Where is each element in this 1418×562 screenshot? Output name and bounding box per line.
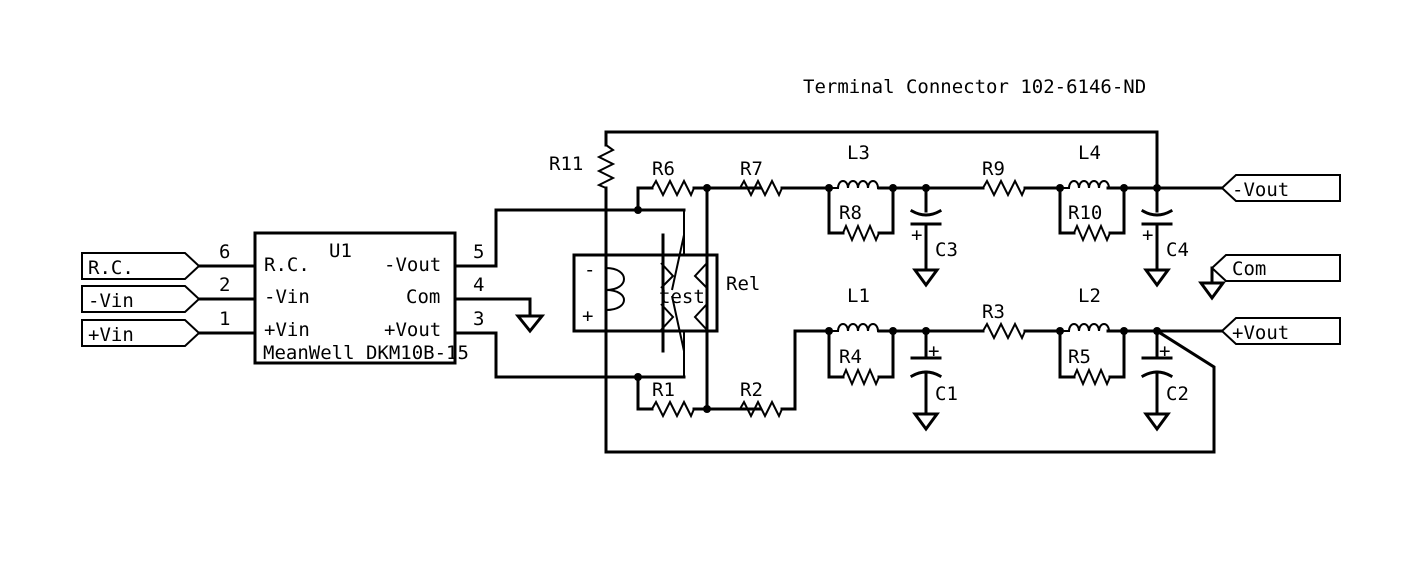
capacitor-c2-label: C2: [1166, 383, 1189, 405]
u1-pin-1-number: 1: [219, 308, 230, 330]
capacitor-c1-plus: +: [928, 340, 939, 362]
input-port-vin-plus-label: +Vin: [88, 324, 134, 346]
u1-pin-2-name: -Vin: [264, 286, 310, 308]
output-port-vout-plus: +Vout: [1220, 317, 1341, 345]
u1-pin-5-number: 5: [473, 241, 484, 263]
u1-pin-4-number: 4: [473, 274, 484, 296]
resistor-r11-label: R11: [549, 153, 583, 175]
inductor-l1: L1: [829, 285, 893, 332]
capacitor-c1-label: C1: [935, 383, 958, 405]
input-port-rc-label: R.C.: [88, 257, 134, 279]
u1-ref: U1: [329, 240, 352, 262]
input-port-vin-minus-label: -Vin: [88, 290, 134, 312]
resistor-r7: R7: [739, 158, 783, 198]
resistor-r5: R5: [1058, 329, 1126, 387]
inductor-l3: L3: [829, 142, 893, 189]
inductor-l3-label: L3: [847, 142, 870, 164]
output-port-com: Com: [1198, 254, 1341, 301]
resistor-r7-label: R7: [740, 158, 763, 180]
u1-pin-2-number: 2: [219, 274, 230, 296]
resistor-r3-label: R4: [839, 346, 862, 368]
resistor-r9-label: R9: [982, 158, 1005, 180]
u1-pin-3-name: +Vout: [384, 319, 441, 341]
resistor-r4-label: R3: [982, 301, 1005, 323]
relay-contact-label: test: [659, 286, 705, 308]
output-port-com-label: Com: [1232, 258, 1266, 280]
resistor-r8-label: R8: [839, 202, 862, 224]
u1-part: MeanWell DKM10B-15: [263, 342, 469, 364]
capacitor-c3-plus: +: [911, 224, 922, 246]
u1-dc-dc-converter: U1 MeanWell DKM10B-15 6 2 1 R.C. -Vin +V…: [197, 231, 532, 365]
resistor-r11: R11: [549, 144, 616, 189]
wiring: [494, 130, 1224, 454]
resistor-r1-label: R1: [652, 379, 675, 401]
resistor-r6: R6: [651, 158, 695, 198]
capacitor-c4-plus: +: [1142, 224, 1153, 246]
capacitor-c3: + C3: [909, 186, 958, 288]
output-port-vout-plus-label: +Vout: [1232, 322, 1289, 344]
inductor-l4-label: L4: [1078, 142, 1101, 164]
resistor-r8: R8: [827, 186, 895, 243]
resistor-r4: R3: [982, 301, 1026, 341]
output-port-vout-minus-label: -Vout: [1232, 179, 1289, 201]
resistor-r1: R1: [651, 379, 695, 419]
capacitor-c2-plus: +: [1159, 340, 1170, 362]
u1-pin-3-number: 3: [473, 308, 484, 330]
u1-pin-1-name: +Vin: [264, 319, 310, 341]
u1-pin-5-name: -Vout: [384, 254, 441, 276]
resistor-r3: R4: [827, 329, 895, 387]
inductor-l2: L2: [1060, 285, 1124, 332]
inductor-l2-label: L2: [1078, 285, 1101, 307]
relay-ref: Rel: [726, 273, 760, 295]
resistor-r2-label: R2: [740, 379, 763, 401]
inductor-l4: L4: [1060, 142, 1124, 189]
relay-rel: - + test Rel: [572, 210, 760, 377]
relay-coil-minus: -: [584, 259, 595, 281]
relay-coil-plus: +: [582, 305, 593, 327]
capacitor-c1: + C1: [909, 329, 958, 432]
resistor-r10: R10: [1058, 186, 1126, 243]
inductor-l1-label: L1: [847, 285, 870, 307]
output-port-vout-minus: -Vout: [1220, 174, 1341, 202]
capacitor-c2: + C2: [1140, 329, 1189, 432]
diagram-title: Terminal Connector 102-6146-ND: [803, 76, 1146, 98]
input-port-vin-minus: -Vin: [81, 285, 201, 313]
capacitor-c3-label: C3: [935, 239, 958, 261]
resistor-r6-label: R6: [652, 158, 675, 180]
capacitor-c4-label: C4: [1166, 239, 1189, 261]
resistor-r2: R2: [739, 379, 783, 419]
capacitor-c4: + C4: [1140, 186, 1189, 288]
input-port-vin-plus: +Vin: [81, 319, 201, 347]
resistor-r5-label: R5: [1068, 346, 1091, 368]
u1-com-ground: [514, 297, 546, 334]
u1-pin-4-name: Com: [406, 286, 440, 308]
u1-pin-6-number: 6: [219, 241, 230, 263]
resistor-r9: R9: [982, 158, 1026, 198]
u1-pin-6-name: R.C.: [264, 254, 310, 276]
resistor-r10-label: R10: [1068, 202, 1102, 224]
input-port-rc: R.C.: [81, 252, 201, 280]
